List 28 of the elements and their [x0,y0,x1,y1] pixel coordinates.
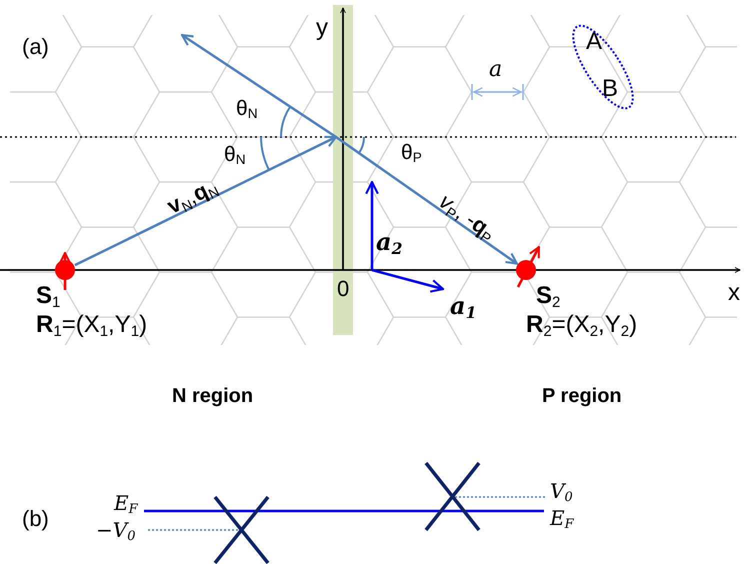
label: N region [172,386,254,406]
label: E$_{F}$ [114,493,138,513]
arrow [74,136,338,266]
interface-band [333,5,353,335]
label: a$_{1}$ [450,294,476,318]
spin-label: S$_{1}$ [36,284,60,308]
label: −V$_{0}$ [96,520,136,540]
label: B [602,77,618,101]
spin-site-drawing [55,250,75,292]
label: a [489,59,502,81]
position-label: R$_{1}$=(X$_{1}$,Y$_{1}$) [36,313,148,337]
label: E$_{F}$ [550,508,574,528]
arrow [335,136,518,265]
label: (b) [22,508,49,530]
label: a$_{2}$ [376,230,402,254]
position-label: R$_{2}$=(X$_{2}$,Y$_{2}$) [526,313,638,337]
label: x [728,281,740,305]
label: (a) [22,36,49,58]
label: V$_{0}$ [550,481,573,501]
label: θ$_{P}$ [401,142,422,163]
spin-label: S$_{2}$ [536,284,560,308]
label: 0 [337,278,350,300]
arrow [180,34,337,138]
label: P region [542,386,622,406]
label: θ$_{N}$ [236,98,258,119]
label: θ$_{N}$ [224,144,246,165]
label: y [316,16,328,40]
label: A [586,30,602,54]
